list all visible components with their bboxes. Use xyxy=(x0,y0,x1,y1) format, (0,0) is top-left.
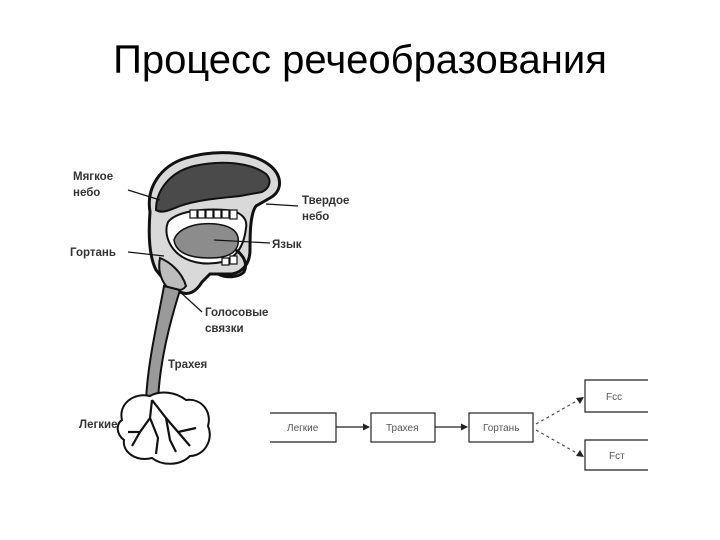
arrow-larynx-fcc xyxy=(535,397,583,425)
flow-text-fcc: Fсс xyxy=(606,392,622,403)
lungs-shape xyxy=(116,391,211,465)
arrowhead-larynx xyxy=(461,423,468,431)
flow-box-fct xyxy=(584,439,648,471)
trachea-tube xyxy=(144,284,182,401)
flow-diagram: Легкие Трахея Гортань Fсс Fст xyxy=(270,379,648,471)
label-larynx: Гортань xyxy=(70,247,116,259)
label-trachea: Трахея xyxy=(168,359,207,371)
flow-text-larynx: Гортань xyxy=(483,423,519,434)
flow-box-larynx xyxy=(468,412,534,443)
label-tongue: Язык xyxy=(272,239,302,251)
tongue-shape xyxy=(173,222,240,259)
label-soft-palate-line2: небо xyxy=(73,187,100,199)
arrow-larynx-fct xyxy=(535,429,583,457)
pointer-lines xyxy=(127,189,299,313)
flow-text-lungs: Легкие xyxy=(287,423,319,434)
anatomy-illustration xyxy=(116,151,281,465)
arrowhead-fct xyxy=(576,450,584,457)
flow-box-fcc xyxy=(584,379,648,413)
arrowhead-fcc xyxy=(576,397,584,404)
flow-text-fct: Fст xyxy=(609,451,625,462)
teeth xyxy=(189,209,238,266)
label-vocal-cords-line2: связки xyxy=(205,323,244,335)
label-hard-palate-line2: небо xyxy=(302,211,329,223)
label-soft-palate-line1: Мягкое xyxy=(73,171,113,183)
arrowhead-trachea xyxy=(363,423,370,431)
label-lungs: Легкие xyxy=(79,419,117,431)
flow-text-trachea: Трахея xyxy=(386,423,419,434)
slide-title: Процесс речеобразования xyxy=(113,38,607,82)
label-vocal-cords-line1: Голосовые xyxy=(205,307,268,319)
nasal-cavity xyxy=(154,161,271,213)
label-hard-palate-line1: Твердое xyxy=(302,195,349,207)
lower-jaw xyxy=(217,248,248,279)
